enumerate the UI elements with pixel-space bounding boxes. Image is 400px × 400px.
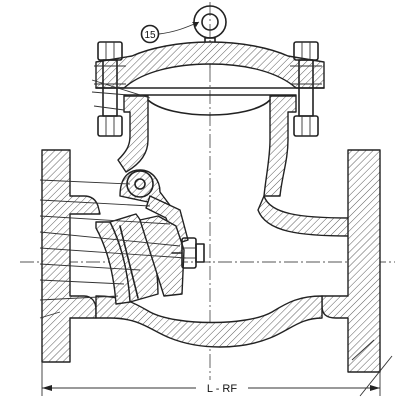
balloon-number: 15 [144,30,156,41]
item-balloon: 15 [140,21,200,44]
left-stud-bolt [94,41,126,137]
break-marks [351,339,393,397]
bonnet-cover [95,41,325,89]
valve-body-bottom [95,295,323,348]
disc-nut [171,237,205,269]
length-dimension-label: L - RF [207,383,237,395]
leader-lines [39,79,187,319]
valve-body-outlet [257,149,381,373]
center-lines [20,2,395,385]
length-dimension: L - RF [41,362,381,396]
valve-body-neck [117,95,297,197]
right-stud-bolt [290,41,322,137]
